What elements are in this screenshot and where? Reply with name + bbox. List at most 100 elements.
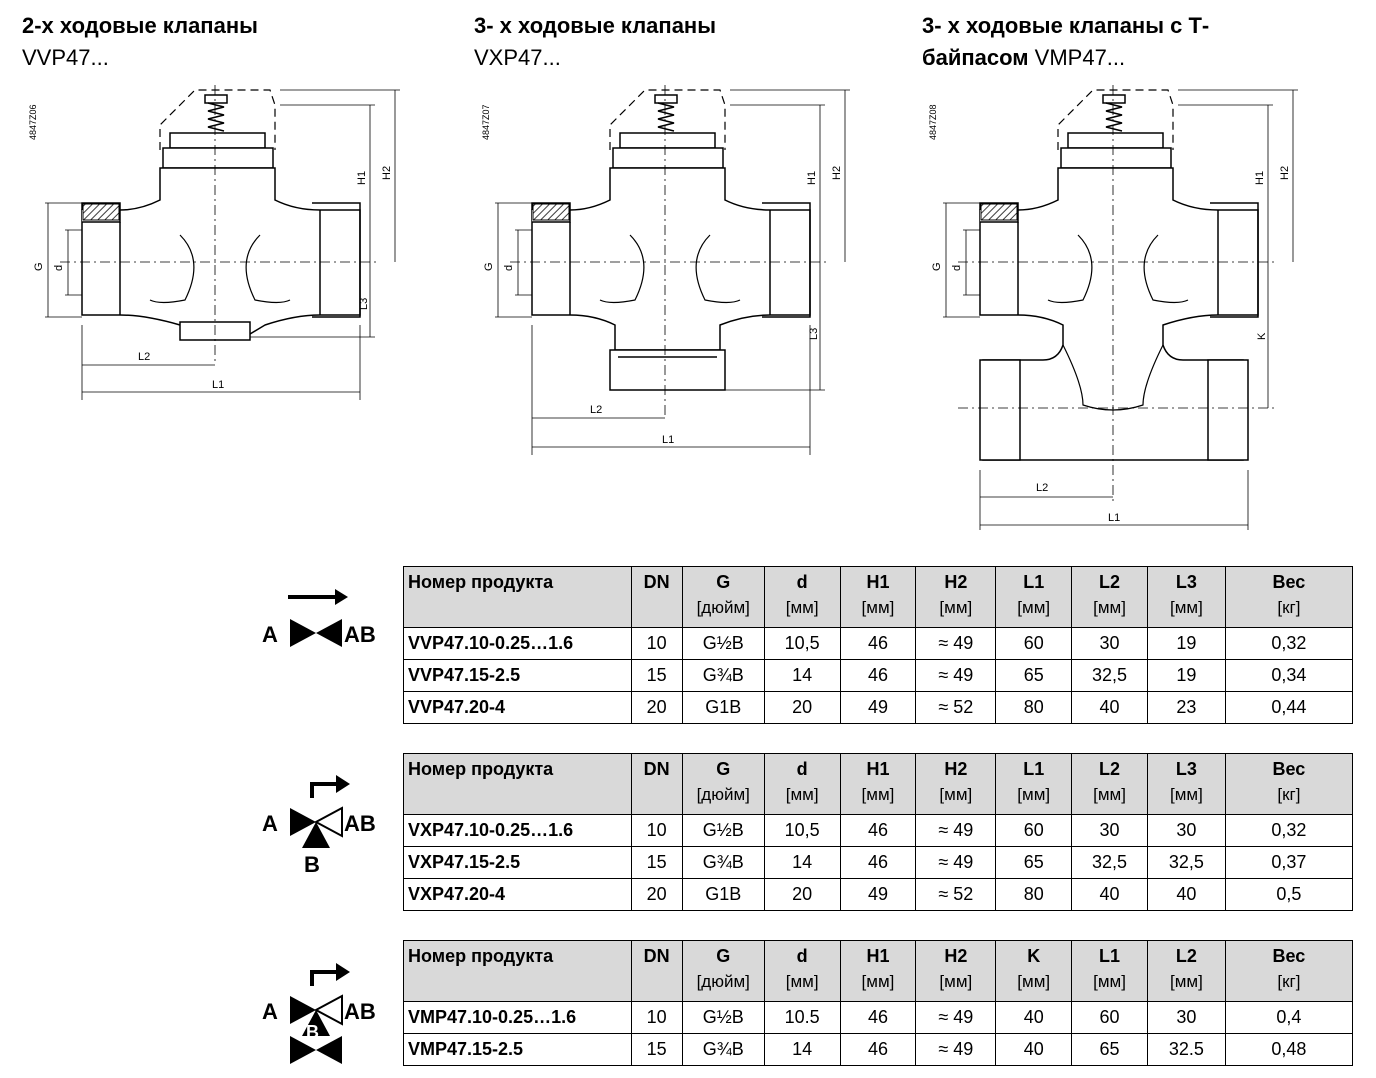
table-cell: 0,5: [1224, 878, 1354, 911]
header-model: VMP47...: [1034, 45, 1126, 70]
table-cell: ≈ 52: [915, 691, 997, 724]
column-header: d[мм]: [763, 753, 841, 815]
dim-g: G: [483, 262, 495, 271]
drawing-vvp47: H1 H2 L3 G d L2 L1: [33, 85, 400, 400]
drawing-vmp47: H1 H2 K G d L2 L1: [931, 85, 1298, 530]
dim-h2: H2: [381, 166, 393, 180]
table-cell: 30: [1071, 627, 1148, 660]
table-cell: 15: [630, 846, 683, 879]
column-header: G[дюйм]: [681, 753, 765, 815]
table-cell: ≈ 49: [915, 1033, 997, 1066]
header-title: 2-х ходовые клапаны: [22, 13, 258, 38]
table-cell: 46: [839, 1033, 917, 1066]
column-header: L2[мм]: [1071, 753, 1148, 815]
table-cell: 30: [1146, 814, 1226, 847]
table-cell: 46: [839, 846, 917, 879]
table-cell: G¾B: [681, 659, 765, 692]
table-cell: 32,5: [1071, 659, 1148, 692]
column-header: Номер продукта: [403, 753, 632, 815]
valve-symbol-2way: A AB: [262, 589, 376, 647]
header-model: VVP47...: [22, 45, 109, 70]
table-cell: ≈ 49: [915, 846, 997, 879]
port-b: B: [306, 1022, 319, 1042]
table-cell: 0,32: [1224, 627, 1354, 660]
table-cell: 10.5: [763, 1001, 841, 1034]
table-cell: 60: [1071, 1001, 1148, 1034]
dim-l1: L1: [1108, 512, 1120, 524]
header-vxp47: 3- х ходовые клапаны VXP47...: [474, 10, 716, 74]
table-cell: G1B: [681, 878, 765, 911]
header-model: VXP47...: [474, 45, 561, 70]
column-header: Вес[кг]: [1224, 940, 1354, 1002]
table-cell: 80: [995, 878, 1073, 911]
table-cell: 49: [839, 691, 917, 724]
column-header: H1[мм]: [839, 940, 917, 1002]
table-cell: 20: [763, 878, 841, 911]
port-ab: AB: [344, 999, 376, 1024]
table-cell: G½B: [681, 1001, 765, 1034]
product-number-cell: VVP47.20-4: [403, 691, 632, 724]
table-cell: 10: [630, 1001, 683, 1034]
column-header: L2[мм]: [1071, 566, 1148, 628]
table-cell: 80: [995, 691, 1073, 724]
table-cell: 32,5: [1146, 846, 1226, 879]
header-title-2: байпасом: [922, 45, 1029, 70]
table-cell: 40: [1071, 878, 1148, 911]
port-ab: AB: [344, 622, 376, 647]
table-cell: 49: [839, 878, 917, 911]
dim-l3: L3: [358, 298, 370, 310]
port-ab: AB: [344, 811, 376, 836]
table-cell: 40: [1071, 691, 1148, 724]
table-cell: 20: [763, 691, 841, 724]
table-cell: G¾B: [681, 846, 765, 879]
port-a: A: [262, 999, 278, 1024]
table-cell: 10: [630, 627, 683, 660]
table-cell: G1B: [681, 691, 765, 724]
product-number-cell: VMP47.10-0.25…1.6: [403, 1001, 632, 1034]
product-number-cell: VMP47.15-2.5: [403, 1033, 632, 1066]
table-cell: 0,48: [1224, 1033, 1354, 1066]
dim-g: G: [33, 262, 45, 271]
table-cell: 60: [995, 814, 1073, 847]
column-header: H1[мм]: [839, 753, 917, 815]
table-cell: 46: [839, 659, 917, 692]
column-header: K[мм]: [995, 940, 1073, 1002]
dim-l3: L3: [808, 328, 820, 340]
product-number-cell: VVP47.15-2.5: [403, 659, 632, 692]
table-cell: 65: [995, 846, 1073, 879]
dim-l1: L1: [212, 379, 224, 391]
table-cell: 10: [630, 814, 683, 847]
column-header: Номер продукта: [403, 940, 632, 1002]
column-header: H1[мм]: [839, 566, 917, 628]
valve-symbol-bypass: A AB B: [262, 963, 376, 1064]
table-cell: 23: [1146, 691, 1226, 724]
dim-k: K: [1256, 332, 1268, 340]
header-vmp47: 3- х ходовые клапаны с Т- байпасом VMP47…: [922, 10, 1209, 74]
column-header: DN: [630, 566, 683, 628]
column-header: Вес[кг]: [1224, 753, 1354, 815]
table-cell: 46: [839, 814, 917, 847]
table-cell: ≈ 52: [915, 878, 997, 911]
column-header: G[дюйм]: [681, 940, 765, 1002]
dim-l2: L2: [590, 404, 602, 416]
table-cell: 0,34: [1224, 659, 1354, 692]
table-cell: 40: [995, 1001, 1073, 1034]
column-header: Вес[кг]: [1224, 566, 1354, 628]
product-number-cell: VXP47.10-0.25…1.6: [403, 814, 632, 847]
column-header: L2[мм]: [1146, 940, 1226, 1002]
dim-h1: H1: [1254, 171, 1266, 185]
table-cell: 14: [763, 846, 841, 879]
drawing-vxp47: H1 H2 L3 G d L2 L1: [483, 85, 850, 455]
table-cell: G¾B: [681, 1033, 765, 1066]
table-cell: 14: [763, 659, 841, 692]
table-cell: 30: [1146, 1001, 1226, 1034]
table-cell: 65: [995, 659, 1073, 692]
column-header: d[мм]: [763, 566, 841, 628]
port-a: A: [262, 622, 278, 647]
